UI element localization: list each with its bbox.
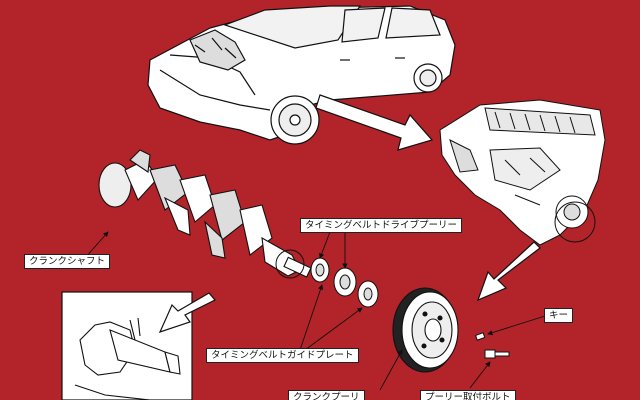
key-and-bolt-parts: [474, 332, 510, 359]
timing-belt-drive-pulley-parts: [310, 257, 379, 308]
label-crankshaft: クランクシャフト: [24, 254, 111, 269]
arrow-car-to-engine: [315, 94, 434, 151]
crank-location-circle: [554, 201, 596, 243]
engine-illustration: [439, 99, 606, 246]
crank-nose-circle: [275, 249, 305, 279]
crank-nose-closeup-inset: [61, 291, 193, 400]
crankshaft-illustration: [98, 149, 312, 278]
explode-arrows: [158, 94, 541, 333]
label-key: キー: [544, 308, 574, 323]
label-crank-pulley: クランクプーリ: [288, 390, 365, 400]
arrow-engine-to-pulley: [476, 241, 541, 302]
label-pulley-bolt: プーリー取付ボルト: [420, 390, 516, 400]
crank-pulley-illustration: [392, 287, 459, 373]
leader-lines: [84, 231, 546, 391]
arrow-to-closeup: [158, 292, 216, 333]
label-timing-belt-guide-plate: タイミングベルトガイドプレート: [206, 348, 359, 363]
car-illustration: [147, 5, 456, 145]
label-timing-belt-drive-pulley: タイミングベルトドライブプーリー: [300, 218, 463, 233]
